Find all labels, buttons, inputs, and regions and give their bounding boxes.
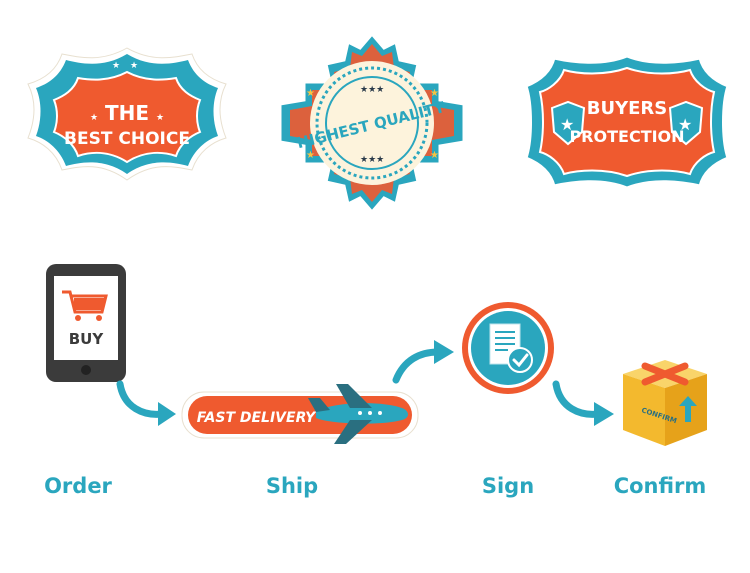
svg-text:★: ★ xyxy=(560,115,574,134)
svg-text:★: ★ xyxy=(430,150,439,161)
buyers-protection-badge: ★ ★ BUYERS PROTECTION xyxy=(524,54,730,190)
step-label-sign: Sign xyxy=(481,474,535,498)
svg-text:★: ★ xyxy=(90,113,98,123)
svg-text:★: ★ xyxy=(430,88,439,99)
highest-quality-badge: ★ ★ ★ ★ ★★★ ★★★ HIGHEST QUALITY xyxy=(278,31,466,215)
shopping-cart-icon xyxy=(62,290,108,321)
fast-delivery-banner: FAST DELIVERY xyxy=(181,384,419,444)
svg-text:★: ★ xyxy=(156,113,164,123)
step-label-confirm: Confirm xyxy=(613,474,707,498)
svg-text:★★★: ★★★ xyxy=(360,155,384,165)
svg-text:★: ★ xyxy=(112,181,120,191)
svg-text:★: ★ xyxy=(112,61,120,71)
buyers-line1: BUYERS xyxy=(587,98,668,119)
svg-text:★★★: ★★★ xyxy=(360,85,384,95)
best-choice-line1: THE xyxy=(105,101,149,125)
document-check-icon xyxy=(462,302,554,394)
airplane-icon xyxy=(308,384,408,444)
fast-delivery-label: FAST DELIVERY xyxy=(197,410,317,426)
arrow-icon xyxy=(116,380,176,426)
svg-text:★: ★ xyxy=(306,150,315,161)
best-choice-line2: BEST CHOICE xyxy=(64,129,190,149)
arrow-icon xyxy=(552,380,614,426)
arrow-icon xyxy=(392,340,454,384)
phone-icon: BUY xyxy=(46,264,126,382)
svg-text:★: ★ xyxy=(130,61,138,71)
buy-label: BUY xyxy=(69,330,105,348)
step-label-ship: Ship xyxy=(265,474,319,498)
svg-text:★: ★ xyxy=(130,181,138,191)
svg-text:★: ★ xyxy=(678,115,692,134)
best-choice-badge: ★ ★ ★ ★ ★ ★ THE BEST CHOICE xyxy=(27,47,227,191)
buyers-line2: PROTECTION xyxy=(569,127,684,146)
svg-text:★: ★ xyxy=(306,88,315,99)
box-icon: CONFIRM xyxy=(623,360,707,446)
step-label-order: Order xyxy=(44,474,112,498)
